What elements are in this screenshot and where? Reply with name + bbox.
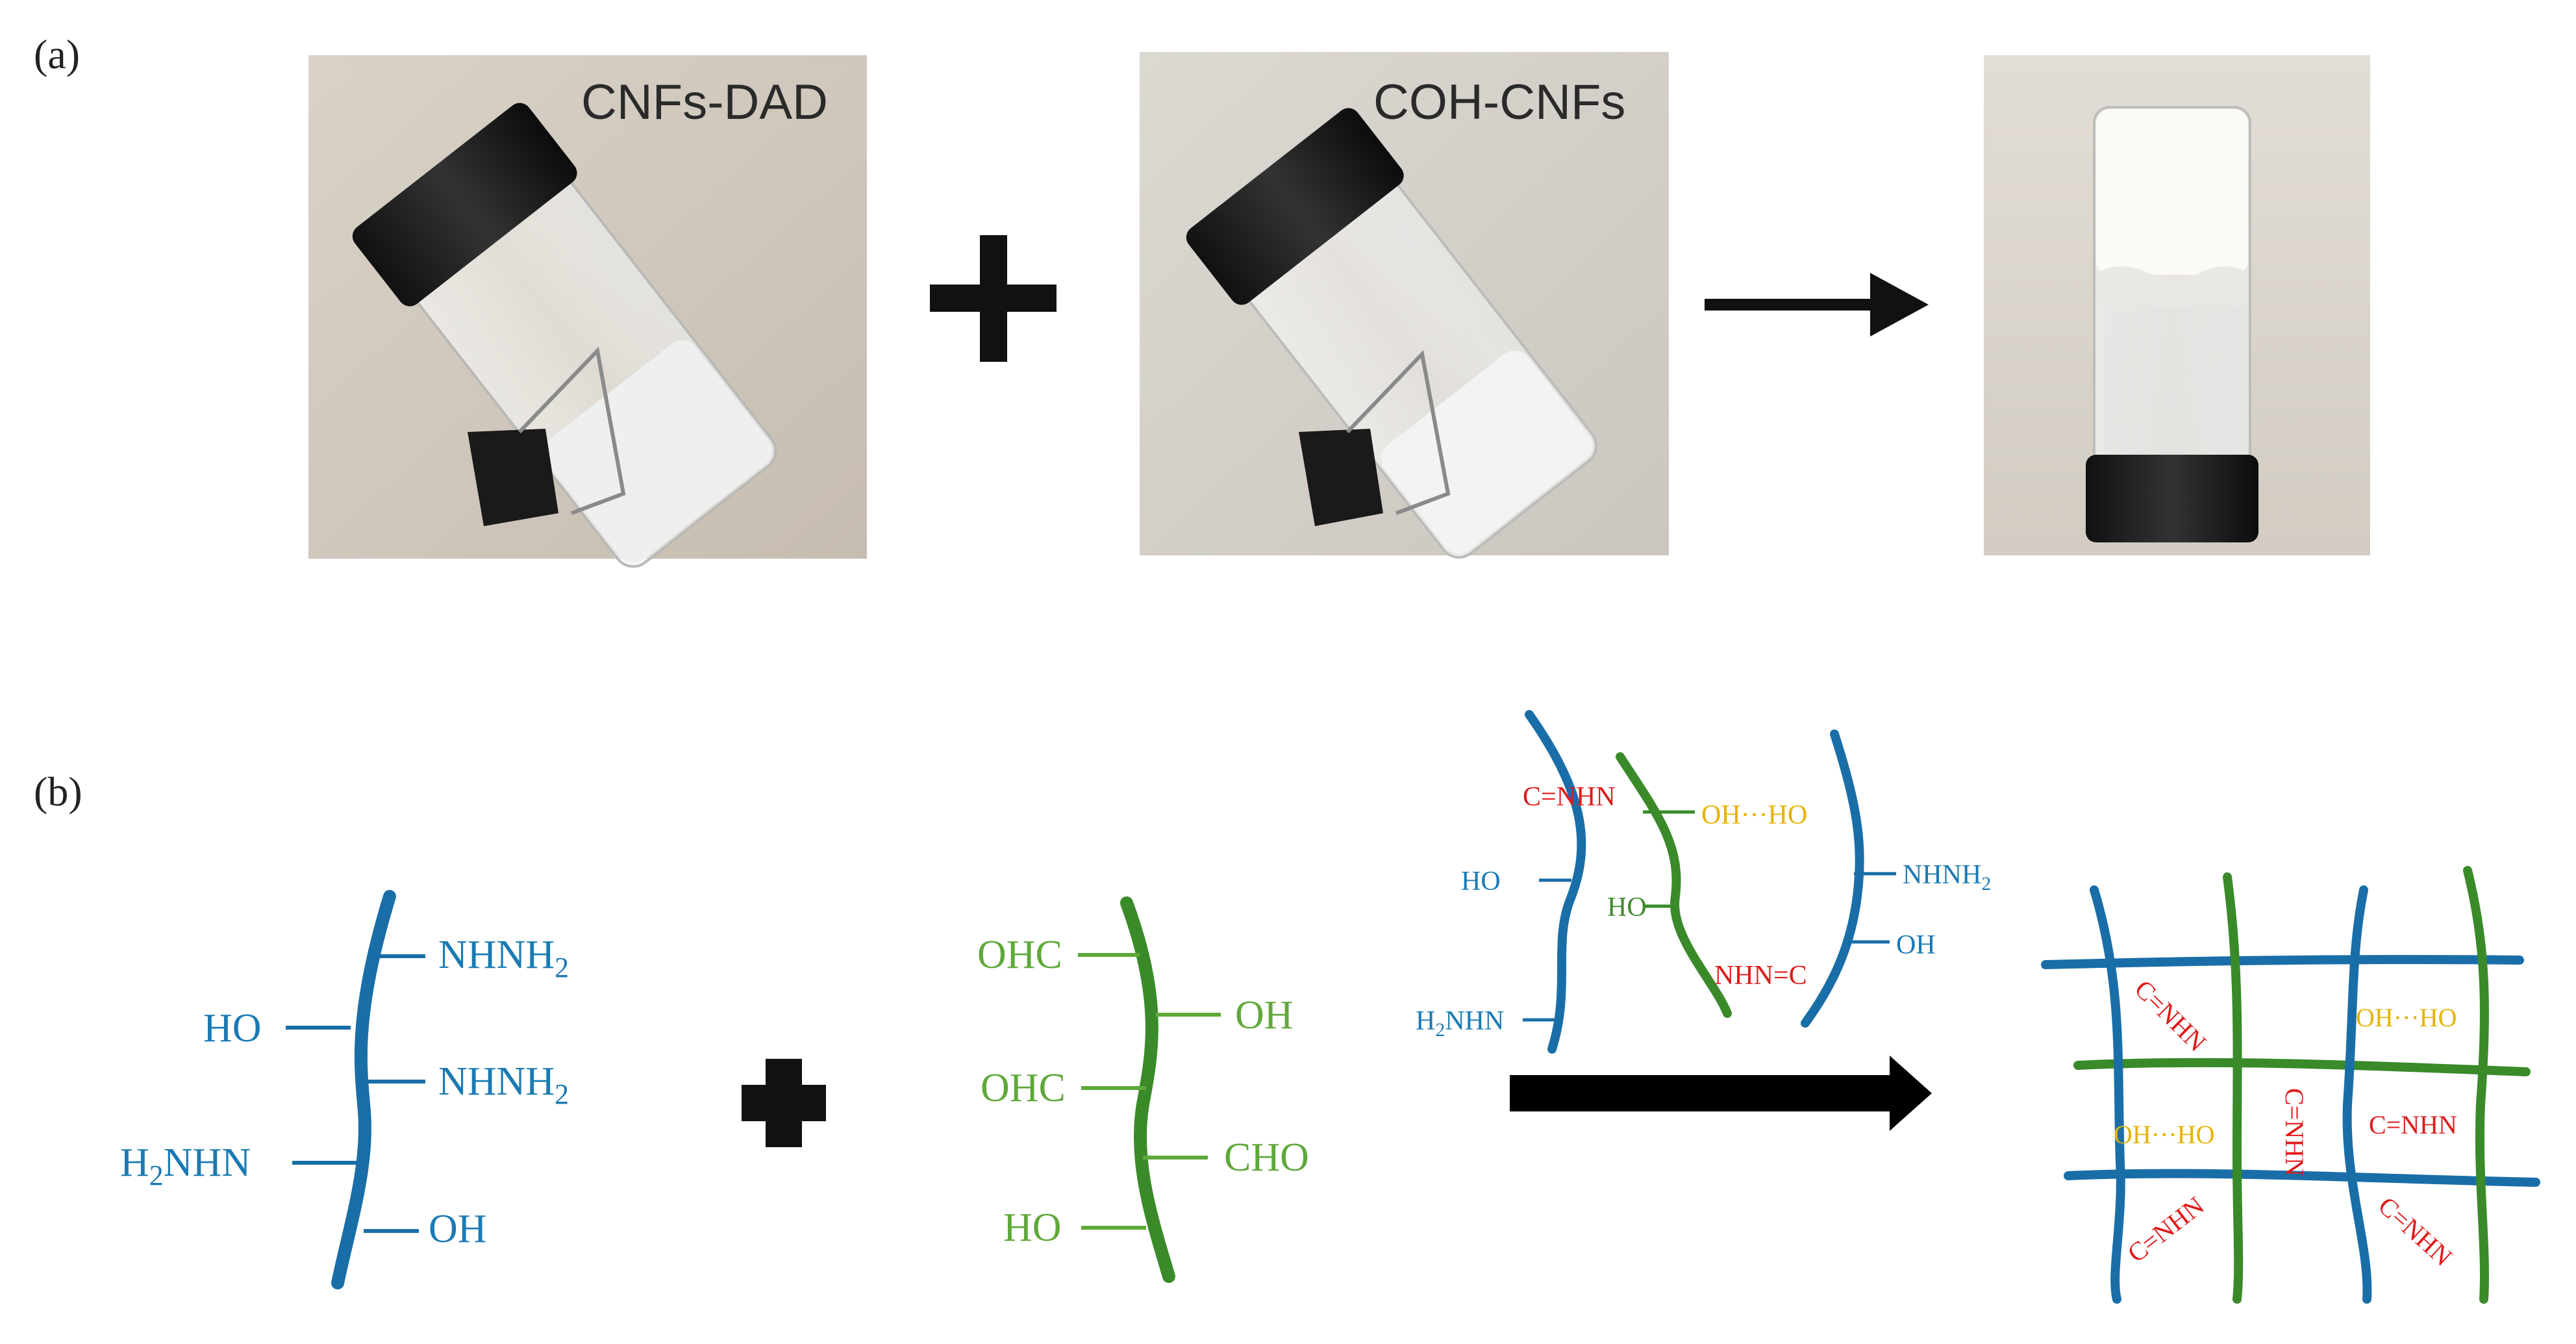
- crosslinked-network: C=NHN OH···HO OH···HO C=NHN C=NHN C=NHN …: [2041, 866, 2540, 1304]
- group-ohc-top: OHC: [977, 933, 1062, 977]
- crosslink-oh-blue: OH: [1896, 930, 1936, 960]
- crosslinked-chains: C=NHN OH···HO HO NHNH2 HO OH NHN=C H2NHN: [1416, 710, 1991, 1054]
- group-nhnh2-mid: NHNH2: [438, 1059, 569, 1110]
- photo-gel-vial: [1984, 55, 2370, 555]
- plus-icon: [930, 235, 1057, 362]
- chain-green-coh-cnfs: OHC OH OHC CHO HO: [977, 896, 1309, 1283]
- photo-label-coh-cnfs: COH-CNFs: [1373, 75, 1625, 130]
- group-oh: OH: [429, 1207, 487, 1251]
- group-ho: HO: [203, 1006, 262, 1050]
- reaction-arrow-icon: [1705, 273, 1929, 336]
- photo-coh-cnfs: COH-CNFs: [1140, 52, 1669, 559]
- binder-clip-icon: [1299, 349, 1451, 526]
- group-ho-green: HO: [1003, 1206, 1062, 1250]
- big-reaction-arrow-icon: [1510, 1056, 1932, 1131]
- panel-label-a: (a): [34, 31, 80, 77]
- crosslink-nhnh2: NHNH2: [1903, 860, 1991, 894]
- crosslink-ho-green: HO: [1607, 893, 1647, 922]
- crosslink-hbond: OH···HO: [1701, 800, 1807, 830]
- crosslink-ho-blue: HO: [1461, 867, 1501, 896]
- panel-label-b: (b): [34, 768, 82, 815]
- network-imine-3: C=NHN: [2369, 1110, 2457, 1139]
- binder-clip-icon: [468, 346, 626, 526]
- group-cho: CHO: [1224, 1135, 1309, 1180]
- plus-icon-b: [742, 1059, 826, 1147]
- crosslink-imine-a: C=NHN: [1523, 782, 1616, 812]
- group-ohc-mid: OHC: [981, 1066, 1066, 1110]
- crosslink-imine-b: NHN=C: [1714, 961, 1807, 991]
- group-oh-green: OH: [1235, 993, 1294, 1037]
- group-h2nhn: H2NHN: [120, 1141, 251, 1191]
- network-hbond-1: OH···HO: [2356, 1003, 2457, 1032]
- photo-cnfs-dad: CNFs-DAD: [308, 55, 867, 568]
- network-imine-5: C=NHN: [2373, 1191, 2458, 1271]
- network-hbond-2: OH···HO: [2114, 1120, 2215, 1149]
- crosslink-h2nhn: H2NHN: [1416, 1006, 1504, 1041]
- network-imine-2: C=NHN: [2280, 1088, 2309, 1176]
- group-nhnh2-top: NHNH2: [438, 933, 569, 983]
- photo-label-cnfs-dad: CNFs-DAD: [581, 75, 828, 130]
- chain-blue-cnfs-dad: NHNH2 HO NHNH2 H2NHN OH: [120, 890, 569, 1289]
- network-imine-4: C=NHN: [2122, 1191, 2210, 1268]
- network-imine-1: C=NHN: [2129, 974, 2212, 1058]
